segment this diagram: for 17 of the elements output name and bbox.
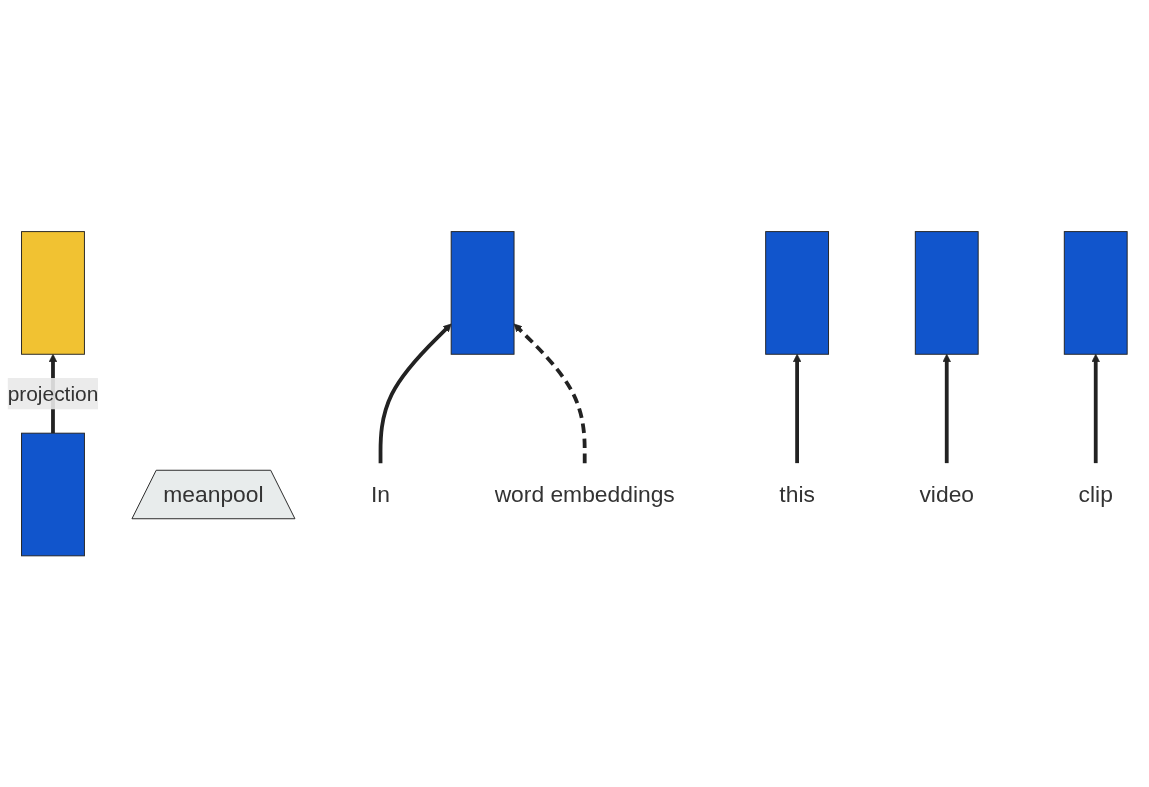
node-box [1063, 230, 1128, 355]
node-text: In [371, 480, 391, 507]
node-box [21, 432, 85, 557]
node-text: this [779, 480, 815, 507]
arrow [942, 353, 951, 463]
node-text: clip [1078, 480, 1113, 507]
node-text: word embeddings [494, 480, 675, 507]
node-box [450, 230, 515, 355]
node-text: video [919, 480, 975, 507]
node-box [21, 230, 85, 355]
arrow [792, 353, 802, 463]
edge-label: projection [7, 381, 99, 406]
node-box [914, 230, 979, 355]
arrow [513, 323, 587, 463]
node-box [765, 230, 830, 355]
arrow [378, 323, 452, 463]
arrow [1091, 353, 1100, 463]
